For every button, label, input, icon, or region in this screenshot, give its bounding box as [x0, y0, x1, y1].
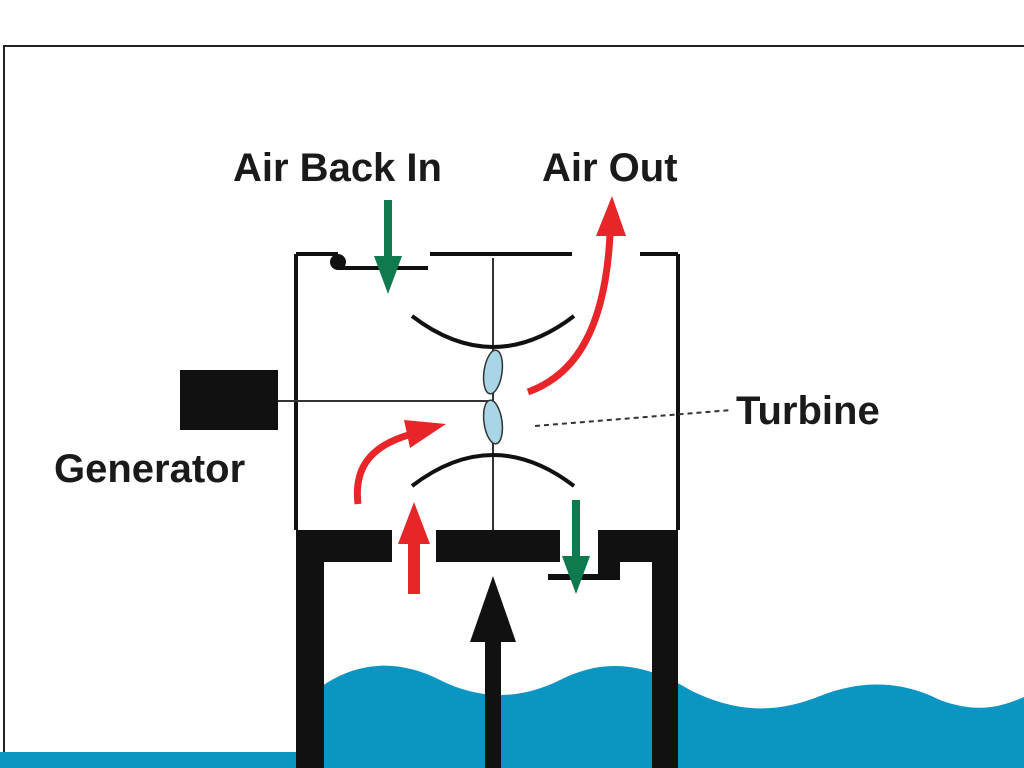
- sea-water-outside: [0, 752, 300, 768]
- air-up-through-valve-head: [398, 502, 430, 544]
- air-out-arrowhead: [596, 196, 626, 236]
- air-out-label: Air Out: [542, 146, 678, 190]
- turbine-leader-line: [534, 409, 733, 427]
- air-up-through-valve-shaft: [408, 542, 420, 594]
- turbine-blades: [482, 349, 504, 445]
- generator-label: Generator: [54, 447, 245, 491]
- air-down-valve-arrowhead: [562, 556, 590, 594]
- water-push-arrow-shaft: [485, 638, 501, 768]
- lower-guide-vane: [410, 453, 576, 488]
- air-back-in-arrowhead: [374, 256, 402, 294]
- turbine-label: Turbine: [736, 389, 880, 433]
- diagram-frame: [3, 45, 1024, 768]
- chamber-floor: [296, 530, 678, 768]
- upper-guide-vane: [410, 314, 576, 349]
- air-back-in-label: Air Back In: [233, 146, 442, 190]
- inner-air-up-curve-arrow: [353, 430, 413, 505]
- generator-box: [180, 370, 278, 430]
- air-chamber: [294, 252, 680, 530]
- water-push-arrowhead: [470, 576, 516, 642]
- air-back-in-shaft: [384, 200, 392, 260]
- air-down-valve-shaft: [572, 500, 580, 560]
- air-out-curve-arrow: [526, 234, 614, 396]
- inner-air-arrowhead: [404, 420, 446, 448]
